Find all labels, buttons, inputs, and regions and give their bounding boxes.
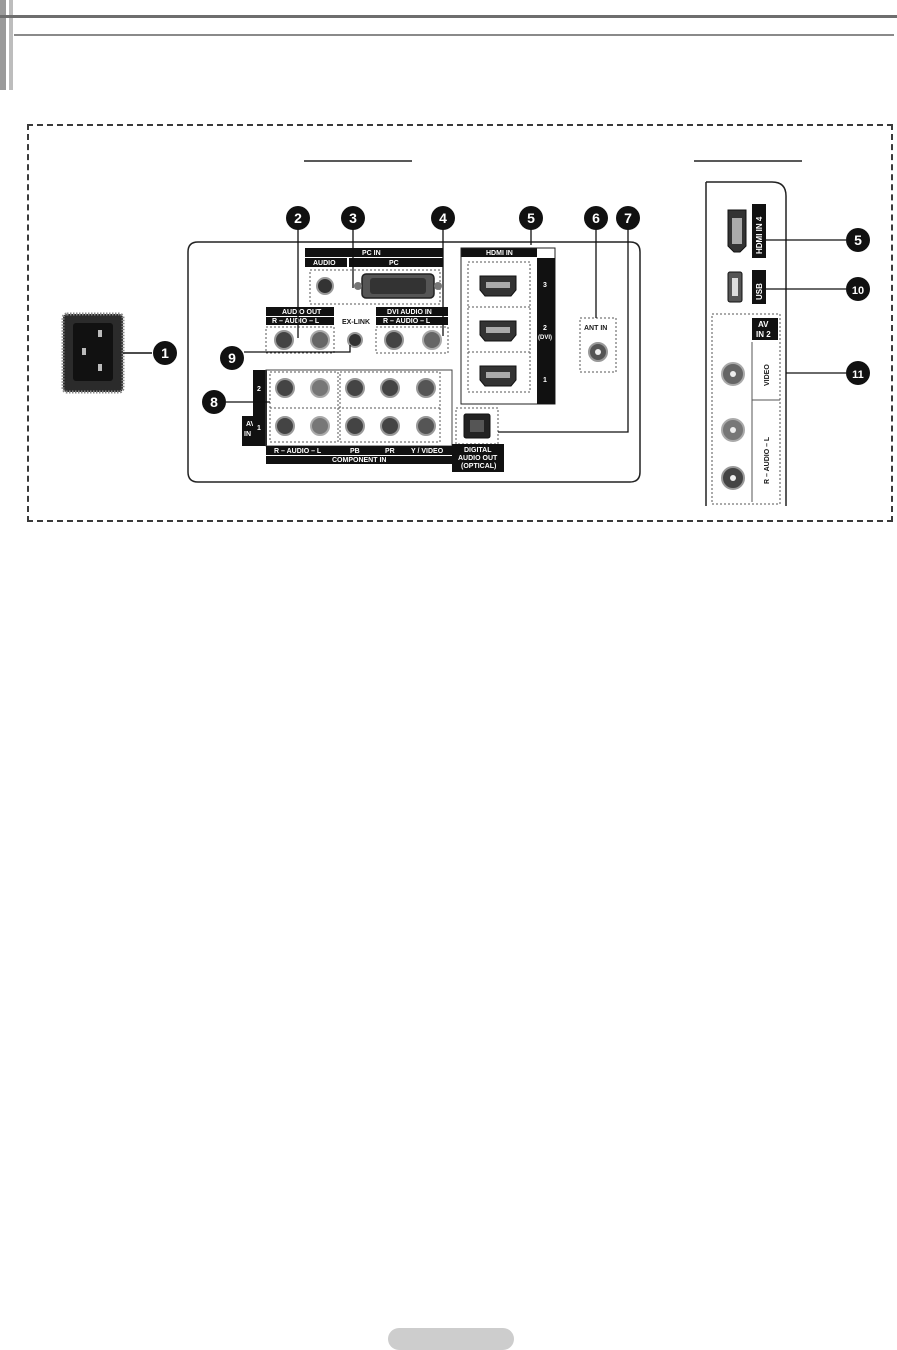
audio-out-rl-label: R – AUDIO – L	[272, 318, 320, 325]
av-in-1-block: AV IN 1 2 1 R – AUDIO – L PB PR Y / VIDE…	[242, 369, 453, 464]
svg-text:6: 6	[592, 210, 600, 226]
hdmi-in-4-label: HDMI IN 4	[755, 216, 764, 254]
ex-link-block: EX-LINK	[342, 319, 370, 348]
hdmi-port-2	[479, 320, 517, 342]
dvi-audio-in-label: DVI AUDIO IN	[387, 309, 432, 316]
hdmi-1-label: 1	[543, 377, 547, 384]
hdmi-in-block: HDMI IN 3 2 (DVI) 1	[460, 247, 556, 405]
audio-out-r-jack	[274, 330, 294, 350]
pc-label: PC	[389, 260, 399, 267]
header-mid-rule	[14, 34, 894, 36]
av-in-1-label-a: AV	[246, 421, 256, 428]
leader-lines	[226, 229, 846, 433]
svg-text:11: 11	[852, 369, 864, 381]
callouts: 1 2 3 4 5 6 7 8 9 5 10 11	[153, 206, 870, 414]
callout-6: 6	[584, 206, 608, 230]
side-panel: HDMI IN 4 USB AV IN 2 VIDEO R – AUDIO – …	[705, 181, 787, 506]
callout-1: 1	[153, 341, 177, 365]
callout-9: 9	[220, 346, 244, 370]
callout-2: 2	[286, 206, 310, 230]
callout-3: 3	[341, 206, 365, 230]
dvi-audio-rl-label: R – AUDIO – L	[383, 318, 431, 325]
ex-link-jack	[347, 332, 363, 348]
av-in-1-label-b: IN 1	[244, 431, 257, 438]
svg-text:3: 3	[349, 210, 357, 226]
pb-label: PB	[350, 448, 360, 455]
page-number-pill	[388, 1328, 514, 1350]
side-av-in-2: AV IN 2 VIDEO R – AUDIO – L	[711, 313, 781, 505]
callout-8: 8	[202, 390, 226, 414]
svg-text:1: 1	[161, 345, 169, 361]
y-video-label: Y / VIDEO	[411, 448, 444, 455]
dvi-audio-in-block: DVI AUDIO IN R – AUDIO – L	[375, 307, 449, 354]
side-usb: USB	[727, 270, 766, 304]
svg-text:7: 7	[624, 210, 632, 226]
svg-text:5: 5	[527, 210, 535, 226]
pr-label: PR	[385, 448, 395, 455]
header-side-bar	[0, 0, 6, 90]
rca-row-2	[275, 378, 436, 398]
dvi-audio-r-jack	[384, 330, 404, 350]
component-audio-rl-label: R – AUDIO – L	[274, 448, 322, 455]
header-side-bar-2	[9, 0, 13, 90]
page-header	[0, 0, 897, 90]
connection-diagram: PC IN AUDIO PC AUDIO OUT R – AUDIO – L E…	[61, 160, 870, 506]
audio-label: AUDIO	[313, 260, 336, 267]
svg-text:9: 9	[228, 350, 236, 366]
hdmi-port-1	[479, 365, 517, 387]
hdmi-3-label: 3	[543, 282, 547, 289]
audio-out-block: AUDIO OUT R – AUDIO – L	[265, 307, 335, 354]
digital-label-3: (OPTICAL)	[461, 463, 496, 470]
av-in-2-label-a: AV	[758, 320, 769, 329]
callout-5-side: 5	[846, 228, 870, 252]
callout-4: 4	[431, 206, 455, 230]
hdmi-port-3	[479, 275, 517, 297]
digital-audio-out-block: DIGITAL AUDIO OUT (OPTICAL)	[452, 407, 504, 472]
hdmi-in-label: HDMI IN	[486, 250, 513, 257]
callout-7: 7	[616, 206, 640, 230]
connection-diagram-frame	[27, 124, 893, 522]
rca-row-1	[275, 416, 436, 436]
ex-link-label: EX-LINK	[342, 319, 370, 326]
ant-in-block: ANT IN	[579, 317, 617, 373]
svg-text:5: 5	[854, 232, 862, 248]
side-video-label: VIDEO	[764, 364, 771, 386]
pc-audio-jack	[316, 277, 334, 295]
ant-in-label: ANT IN	[584, 325, 607, 332]
svg-text:4: 4	[439, 210, 447, 226]
callout-5: 5	[519, 206, 543, 230]
side-audio-label: R – AUDIO – L	[764, 436, 771, 484]
hdmi-2-label: 2	[543, 325, 547, 332]
av-in-2-label-b: IN 2	[756, 330, 771, 339]
hdmi-dvi-label: (DVI)	[538, 335, 552, 341]
audio-out-label: AUDIO OUT	[282, 309, 322, 316]
pc-in-block: PC IN AUDIO PC	[305, 248, 443, 305]
svg-text:8: 8	[210, 394, 218, 410]
rear-panel-outline	[187, 241, 641, 483]
audio-out-l-jack	[310, 330, 330, 350]
pc-in-label: PC IN	[362, 250, 381, 257]
av-row-1-label: 1	[257, 425, 261, 432]
dvi-audio-l-jack	[422, 330, 442, 350]
callout-10: 10	[846, 277, 870, 301]
svg-text:10: 10	[852, 285, 864, 297]
digital-label-1: DIGITAL	[464, 447, 492, 454]
power-inlet	[61, 312, 152, 394]
svg-text:2: 2	[294, 210, 302, 226]
component-in-label: COMPONENT IN	[332, 457, 386, 464]
side-hdmi-4: HDMI IN 4	[727, 204, 766, 258]
header-top-rule	[0, 15, 897, 18]
callout-11: 11	[846, 361, 870, 385]
usb-label: USB	[755, 283, 764, 300]
av-row-2-label: 2	[257, 386, 261, 393]
digital-label-2: AUDIO OUT	[458, 455, 498, 462]
